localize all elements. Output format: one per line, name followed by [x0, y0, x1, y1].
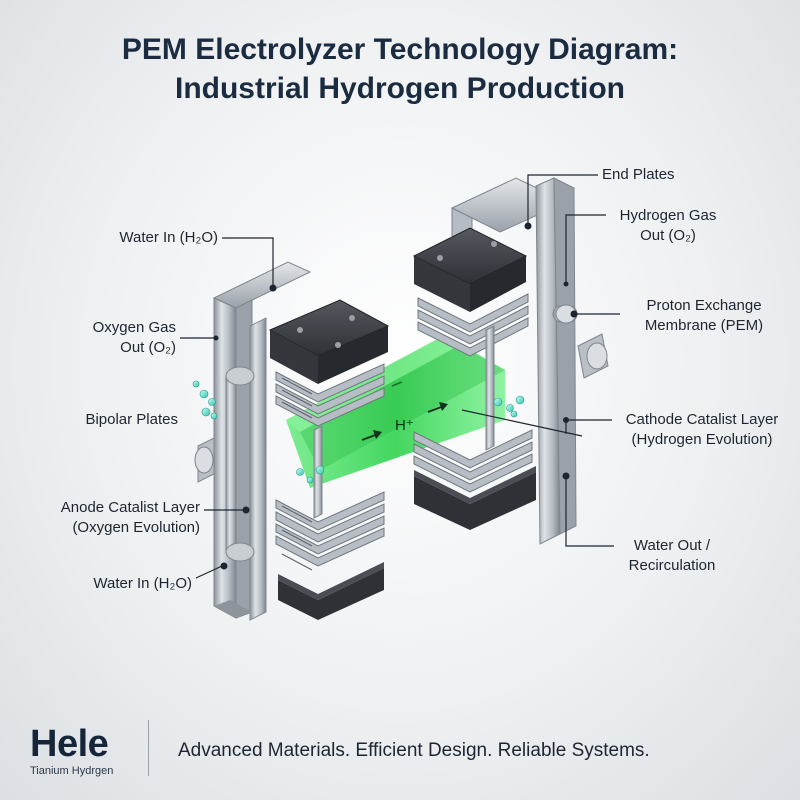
bipolar-plates-label: Bipolar Plates: [20, 410, 178, 430]
water-out-line-1: Water Out /: [633, 537, 711, 554]
right-side-port: [577, 333, 609, 379]
oxygen-gas-out-label: Oxygen Gas Out (O₂): [20, 318, 176, 358]
water-in-top-text: Water In (H₂O): [119, 229, 218, 246]
end-plates-label: End Plates: [602, 165, 752, 185]
footer-divider: [148, 720, 149, 776]
anode-line-1: Anode Catalist Layer: [60, 499, 200, 516]
hydrogen-gas-out-line-1: Hydrogen Gas: [619, 207, 717, 224]
title-line-1: PEM Electrolyzer Technology Diagram:: [121, 33, 679, 66]
hydrogen-bubbles: [493, 395, 525, 418]
water-in-bottom-text: Water In (H₂O): [93, 575, 192, 592]
cathode-line-1: Cathode Catalist Layer: [625, 411, 779, 428]
oxygen-bubbles: [192, 380, 325, 484]
water-in-bottom-label: Water In (H₂O): [20, 574, 192, 594]
tagline: Advanced Materials. Efficient Design. Re…: [178, 740, 650, 761]
oxygen-gas-out-line-1: Oxygen Gas: [92, 319, 176, 336]
proton-label: H⁺: [395, 417, 414, 434]
left-oxygen-outlet-pipe: [225, 366, 255, 562]
end-plates-text: End Plates: [602, 166, 675, 183]
bipolar-plates-text: Bipolar Plates: [85, 411, 178, 428]
left-side-port: [194, 437, 215, 483]
right-hydrogen-outlet-pipe: [552, 304, 578, 324]
right-lower-plate-stack: [413, 429, 536, 530]
anode-catalyst-label: Anode Catalist Layer (Oxygen Evolution): [0, 498, 200, 538]
right-upper-plate-stack: [412, 227, 529, 357]
page-title: PEM Electrolyzer Technology Diagram: Ind…: [0, 30, 800, 108]
hydrogen-gas-out-line-2: Out (O₂): [640, 227, 696, 244]
anode-line-2: (Oxygen Evolution): [72, 519, 200, 536]
cathode-catalyst-label: Cathode Catalist Layer (Hydrogen Evoluti…: [606, 410, 798, 450]
brand-subtitle: Tianium Hydrgen: [30, 765, 114, 777]
leader-dots: [213, 222, 578, 570]
pem-line-1: Proton Exchange: [646, 297, 762, 314]
cathode-line-2: (Hydrogen Evolution): [631, 431, 773, 448]
right-end-plate-frame: [450, 177, 577, 545]
left-upper-plate-stack: [268, 299, 390, 427]
brand-logo: Hele Tianium Hydrgen: [30, 724, 113, 778]
left-lower-plate-stack: [275, 491, 385, 620]
title-line-2: Industrial Hydrogen Production: [174, 72, 625, 105]
oxygen-gas-out-line-2: Out (O₂): [120, 339, 176, 356]
pem-label: Proton Exchange Membrane (PEM): [624, 296, 784, 336]
water-out-label: Water Out / Recirculation: [602, 536, 742, 576]
proton-flow-arrows: [361, 381, 448, 441]
hydrogen-gas-out-label: Hydrogen Gas Out (O₂): [598, 206, 738, 246]
pem-line-2: Membrane (PEM): [644, 317, 764, 334]
brand-name: Hele: [30, 723, 109, 765]
water-out-line-2: Recirculation: [628, 557, 716, 574]
water-in-top-label: Water In (H₂O): [40, 228, 218, 248]
